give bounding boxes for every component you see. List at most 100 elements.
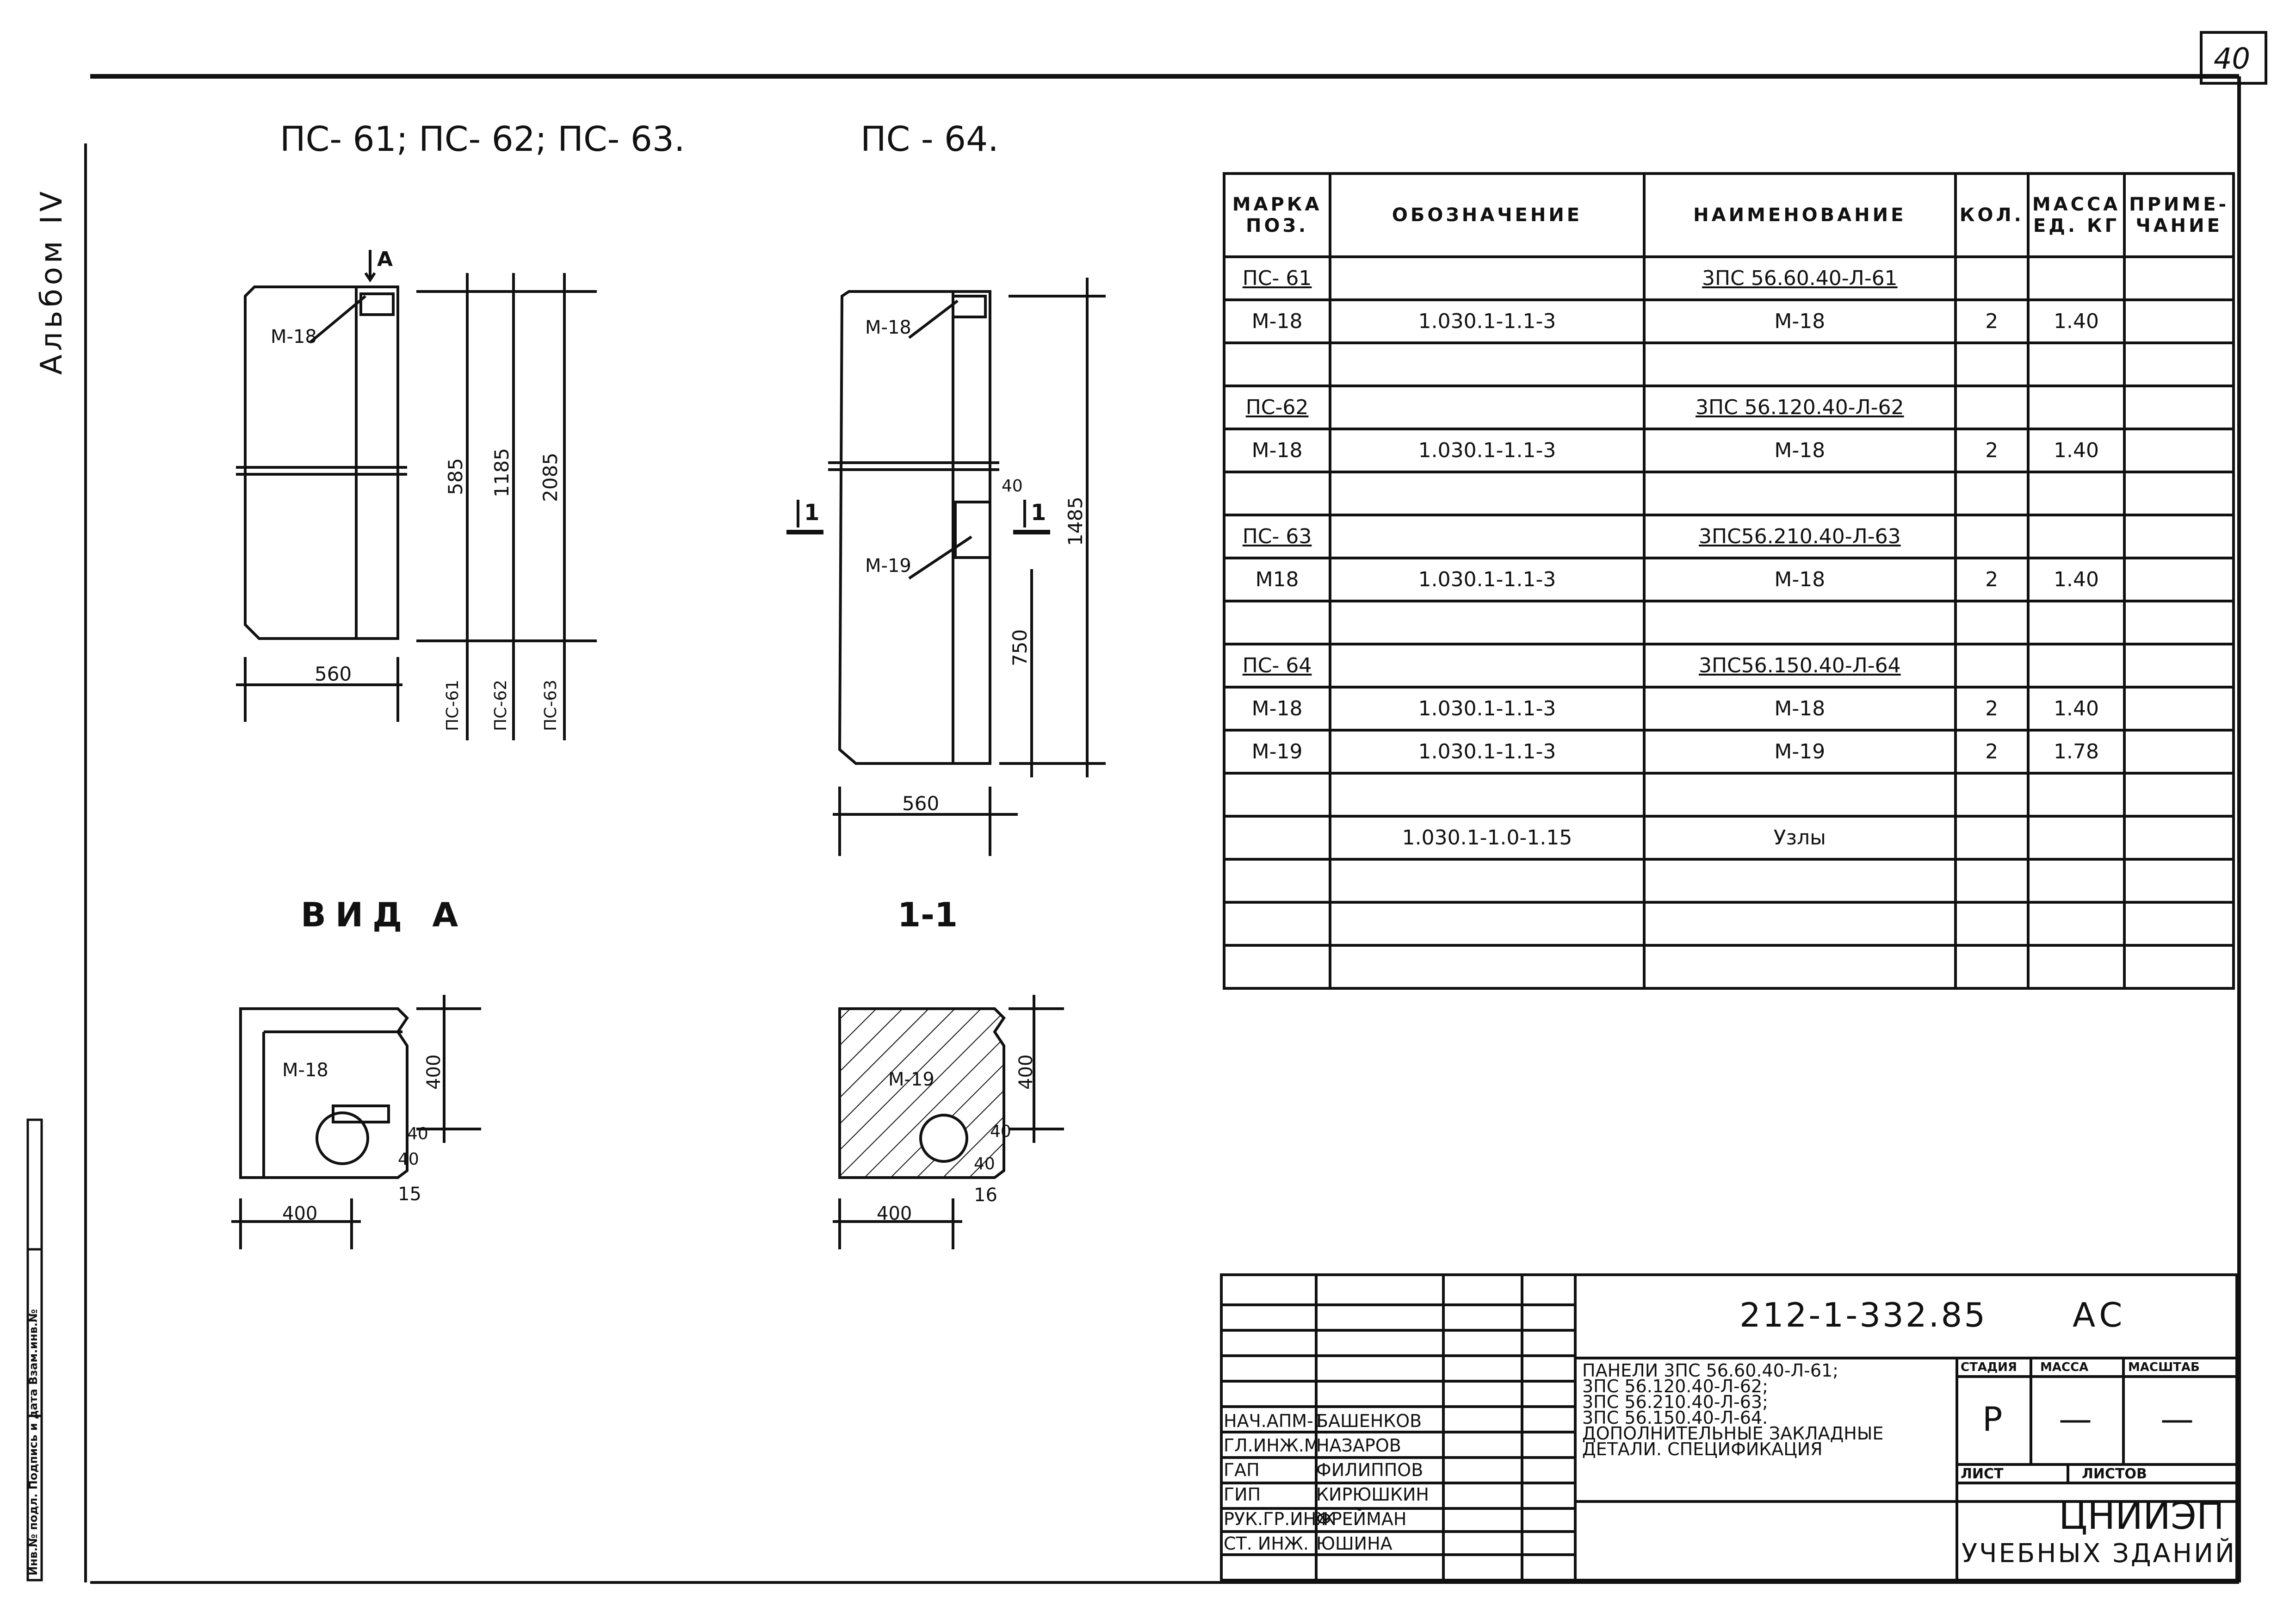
- table-cell-mass: [2026, 643, 2126, 689]
- cell-text: М-18: [1251, 310, 1303, 333]
- table-cell-note: [2123, 772, 2235, 818]
- table-cell-note: [2123, 686, 2235, 732]
- table-cell-name: [1642, 772, 1957, 818]
- staff-name: ФРЕЙМАН: [1316, 1509, 1407, 1529]
- view-a-title: ВИД А: [301, 895, 468, 934]
- cell-text: ПС- 63: [1242, 525, 1312, 548]
- table-cell-designation: [1329, 341, 1646, 387]
- table-cell-mass: [2026, 901, 2126, 947]
- staff-row: СТ. ИНЖ.ЮШИНА: [1224, 1532, 1429, 1556]
- view-a-shape: [239, 1007, 409, 1179]
- cell-text: 2: [1985, 568, 1999, 591]
- cell-text: М-18: [1251, 697, 1303, 720]
- cell-text: М-18: [1774, 310, 1826, 333]
- cell-text: 1.030.1-1.1-3: [1418, 697, 1556, 720]
- cell-text: М-18: [1774, 439, 1826, 462]
- description-line: ПАНЕЛИ 3ПС 56.60.40-Л-61;: [1582, 1360, 1838, 1381]
- mass-label: МАССА: [2040, 1360, 2089, 1374]
- table-cell-qty: 2: [1954, 729, 2030, 775]
- cell-text: 3ПС56.150.40-Л-64: [1699, 654, 1901, 677]
- table-cell-qty: 2: [1954, 298, 2030, 344]
- table-cell-note: [2123, 385, 2235, 430]
- table-cell-designation: 1.030.1-1.1-3: [1329, 298, 1646, 344]
- table-cell-note: [2123, 944, 2235, 990]
- table-cell-qty: [1954, 815, 2030, 861]
- staff-role: ГИП: [1224, 1484, 1261, 1505]
- table-cell-name: М-18: [1642, 298, 1957, 344]
- table-cell-mass: [2026, 385, 2126, 430]
- staff-role: ГАП: [1224, 1460, 1260, 1480]
- table-cell-name: [1642, 341, 1957, 387]
- table-cell-note: [2123, 341, 2235, 387]
- table-row: ПС- 61 3ПС 56.60.40-Л-61: [1222, 255, 2235, 301]
- cell-text: 2: [1985, 439, 1999, 462]
- table-cell-name: 3ПС 56.60.40-Л-61: [1642, 255, 1957, 301]
- table-cell-designation: 1.030.1-1.1-3: [1329, 686, 1646, 732]
- cell-text: М-19: [1774, 740, 1826, 763]
- table-cell-mass: [2026, 514, 2126, 559]
- table-cell-designation: 1.030.1-1.0-1.15: [1329, 815, 1646, 861]
- table-row: ПС- 63 3ПС56.210.40-Л-63: [1222, 514, 2235, 559]
- panel-elevation-left: [244, 285, 399, 640]
- table-cell-mass: [2026, 600, 2126, 645]
- table-header-row: МАРКА ПОЗ. ОБОЗНАЧЕНИЕ НАИМЕНОВАНИЕ КОЛ.…: [1222, 172, 2235, 258]
- description-line: ДЕТАЛИ. СПЕЦИФИКАЦИЯ: [1582, 1439, 1823, 1459]
- mark-label: М-19: [865, 555, 911, 577]
- table-cell-qty: [1954, 514, 2030, 559]
- section-title: 1-1: [897, 895, 958, 934]
- table-cell-note: [2123, 298, 2235, 344]
- table-cell-designation: [1329, 858, 1646, 904]
- table-cell-note: [2123, 858, 2235, 904]
- table-cell-mass: 1.40: [2026, 428, 2126, 473]
- table-row: [1222, 471, 2235, 516]
- drawing-title-left: ПС- 61; ПС- 62; ПС- 63.: [280, 119, 685, 159]
- staff-role: ГЛ.ИНЖ.М: [1224, 1435, 1319, 1456]
- sheets-label: ЛИСТОВ: [2082, 1466, 2147, 1482]
- cell-text: 1.030.1-1.1-3: [1418, 310, 1556, 333]
- table-cell-note: [2123, 729, 2235, 775]
- table-cell-name: [1642, 471, 1957, 516]
- cell-text: 3ПС56.210.40-Л-63: [1699, 525, 1901, 548]
- cell-text: 1.030.1-1.1-3: [1418, 439, 1556, 462]
- table-cell-note: [2123, 600, 2235, 645]
- col-header-name: НАИМЕНОВАНИЕ: [1642, 172, 1957, 258]
- stage-label: СТАДИЯ: [1961, 1360, 2017, 1374]
- table-cell-qty: [1954, 901, 2030, 947]
- table-cell-name: М-18: [1642, 557, 1957, 602]
- description-line: ДОПОЛНИТЕЛЬНЫЕ ЗАКЛАДНЫЕ: [1582, 1423, 1884, 1444]
- table-cell-name: М-18: [1642, 428, 1957, 473]
- table-cell-mass: [2026, 944, 2126, 990]
- table-cell-qty: [1954, 255, 2030, 301]
- table-cell-mark: М-19: [1222, 729, 1332, 775]
- table-cell-note: [2123, 428, 2235, 473]
- dim-label: 400: [282, 1203, 318, 1224]
- view-arrow-label: А: [377, 248, 393, 271]
- table-cell-mass: 1.40: [2026, 298, 2126, 344]
- table-cell-designation: [1329, 385, 1646, 430]
- cell-text: ПС- 61: [1242, 267, 1312, 290]
- table-cell-qty: [1954, 385, 2030, 430]
- dim-label: 400: [877, 1203, 912, 1224]
- cell-text: ПС-62: [1245, 396, 1309, 419]
- staff-row: НАЧ.АПМ-1БАШЕНКОВ: [1224, 1409, 1429, 1433]
- table-cell-mass: [2026, 471, 2126, 516]
- cell-text: 1.78: [2054, 740, 2099, 763]
- table-cell-mark: М-18: [1222, 686, 1332, 732]
- table-cell-note: [2123, 815, 2235, 861]
- table-cell-designation: [1329, 772, 1646, 818]
- table-cell-note: [2123, 643, 2235, 689]
- table-cell-mass: 1.78: [2026, 729, 2126, 775]
- col-header-note: ПРИМЕ-ЧАНИЕ: [2123, 172, 2235, 258]
- table-cell-mark: [1222, 815, 1332, 861]
- cell-text: 1.40: [2054, 568, 2099, 591]
- table-cell-qty: [1954, 341, 2030, 387]
- staff-role: СТ. ИНЖ.: [1224, 1533, 1309, 1554]
- table-cell-mark: ПС-62: [1222, 385, 1332, 430]
